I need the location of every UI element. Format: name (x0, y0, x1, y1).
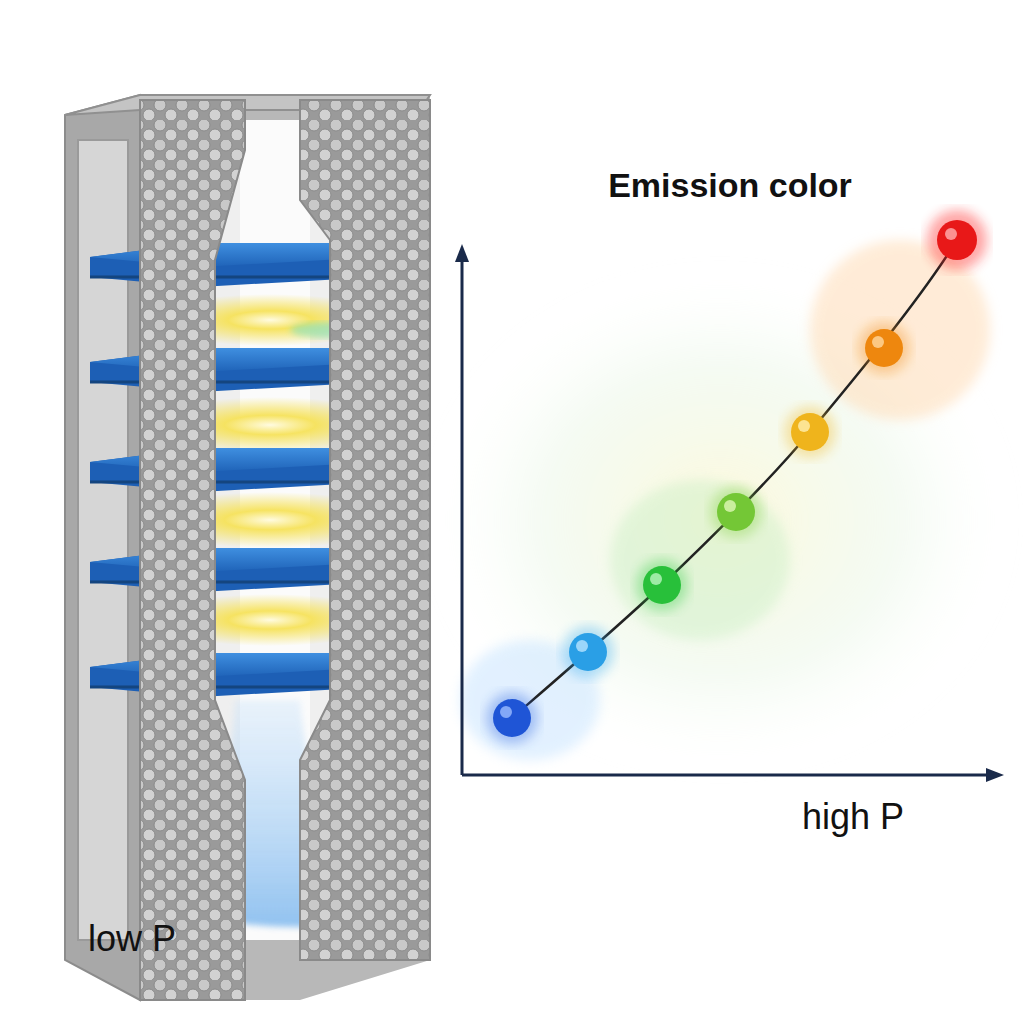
chart-title: Emission color (608, 166, 852, 205)
chart-axes (455, 244, 1004, 782)
axis-label: high P (802, 796, 904, 837)
pressure-label: low P (88, 918, 176, 959)
color-dots (486, 210, 987, 744)
